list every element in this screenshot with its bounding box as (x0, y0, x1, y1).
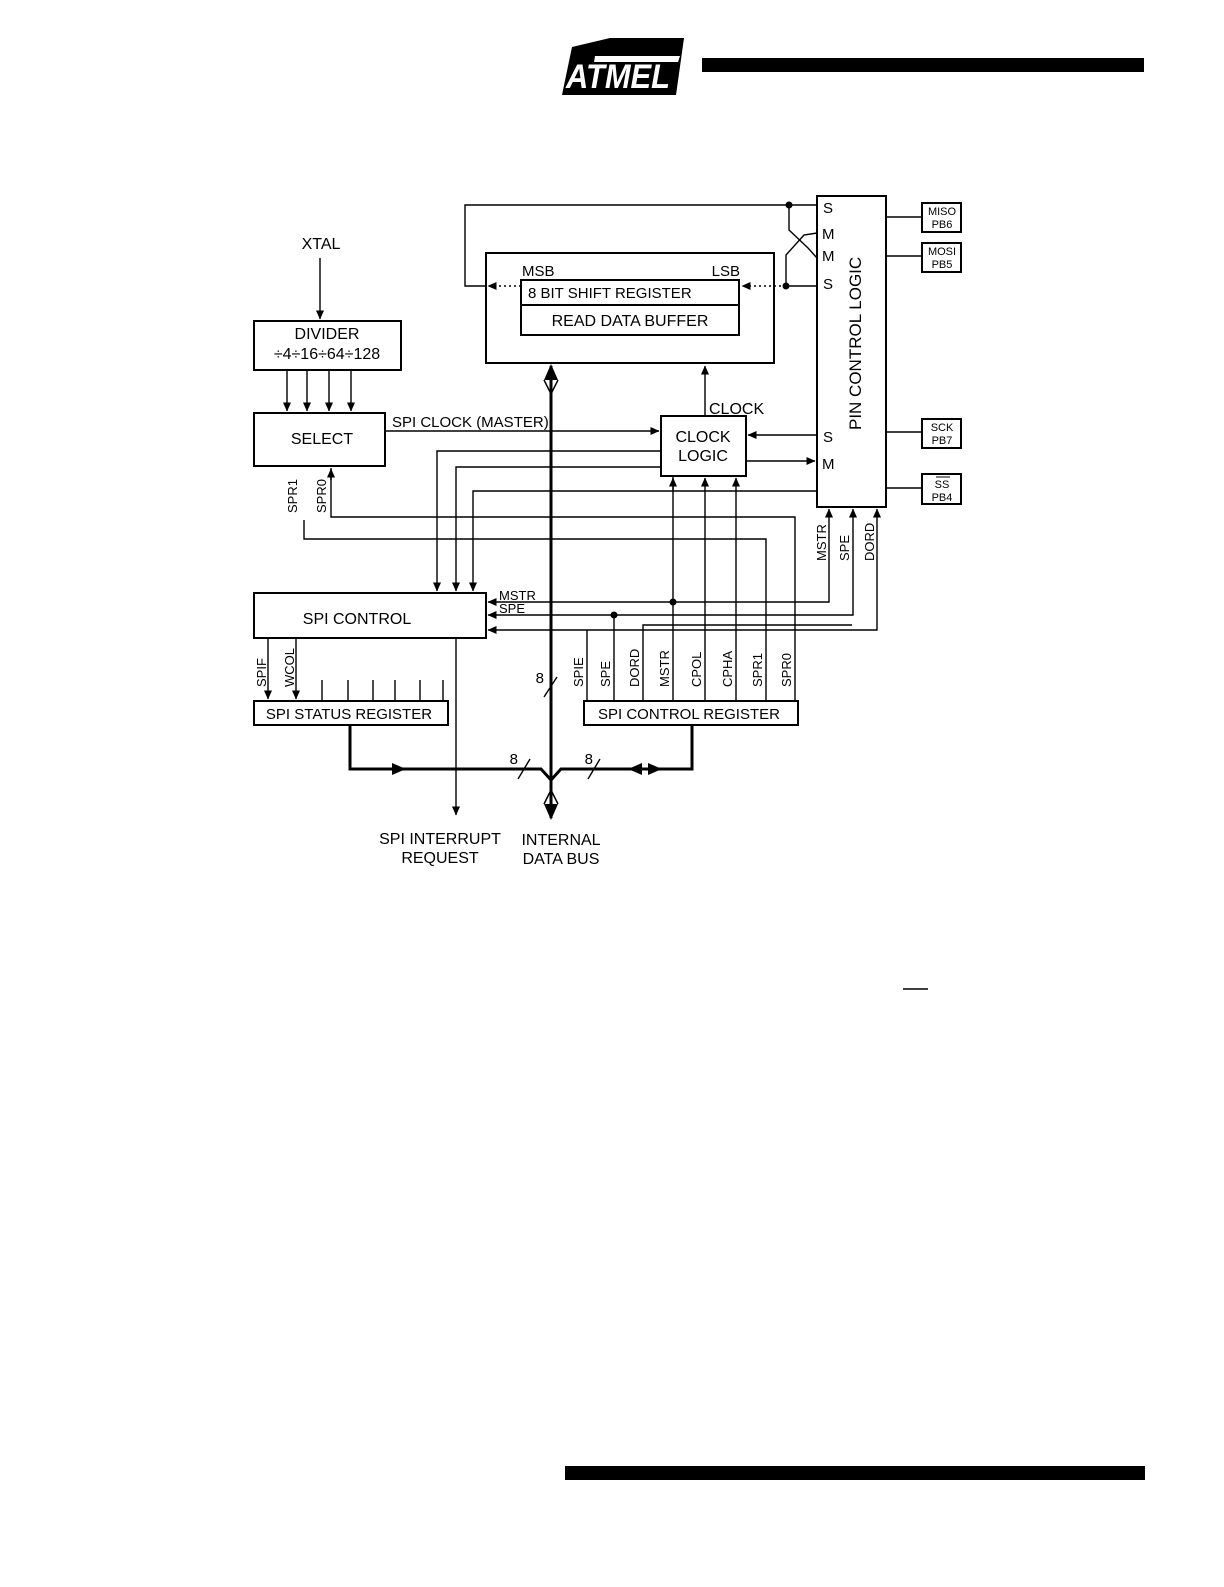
pin-dord-label: DORD (862, 523, 877, 561)
spi-control-block (253, 592, 487, 639)
pin-sck-name: SCK (931, 422, 954, 434)
select-block (253, 412, 386, 467)
ctrl-spe-label: SPE (499, 601, 525, 616)
pin-mosi-port: PB5 (932, 259, 953, 271)
ctrl-bit-cpha: CPHA (720, 651, 735, 687)
pin-miso-name: MISO (928, 206, 957, 218)
pin-mosi (921, 242, 962, 273)
ctrl-mstr-label: MSTR (499, 588, 536, 603)
logo-text: ATMEL (565, 58, 670, 96)
clock-logic-label-2: LOGIC (678, 448, 728, 465)
divider-block (253, 320, 402, 371)
port-m-1: M (822, 226, 835, 243)
port-s-3: S (823, 429, 833, 446)
divider-ratios: ÷4÷16÷64÷128 (274, 346, 380, 363)
bus-width-label-2: 8 (510, 751, 518, 768)
clock-logic-label-1: CLOCK (675, 429, 730, 446)
clock-logic-block (660, 415, 747, 477)
xtal-label: XTAL (302, 236, 341, 253)
select-label: SELECT (291, 431, 353, 448)
pin-sck-port: PB7 (932, 435, 953, 447)
pin-sck (921, 418, 962, 449)
pin-miso (921, 202, 962, 233)
spi-control-register (583, 700, 799, 726)
pin-ss-port: PB4 (932, 492, 953, 504)
internal-data-bus-label-1: INTERNAL (521, 832, 600, 849)
msb-label: MSB (522, 263, 555, 280)
internal-data-bus (348, 364, 694, 820)
shift-register-label: 8 BIT SHIFT REGISTER (528, 285, 692, 302)
bus-width-label-1: 8 (536, 670, 544, 687)
port-m-3: M (822, 456, 835, 473)
lsb-label: LSB (712, 263, 740, 280)
divider-label: DIVIDER (295, 326, 360, 343)
select-spr0-label: SPR0 (314, 479, 329, 513)
footer-rule (565, 1466, 1145, 1480)
read-data-buffer-label: READ DATA BUFFER (552, 313, 709, 330)
internal-data-bus-label-2: DATA BUS (523, 851, 600, 868)
spi-control-register-label: SPI CONTROL REGISTER (598, 706, 780, 723)
spif-label: SPIF (254, 658, 269, 687)
ctrl-bit-spr1: SPR1 (750, 653, 765, 687)
pin-ss-name: SS (935, 479, 950, 491)
spi-interrupt-label-2: REQUEST (401, 850, 479, 867)
ctrl-bit-spr0: SPR0 (779, 653, 794, 687)
pin-miso-port: PB6 (932, 219, 953, 231)
ctrl-bit-spe: SPE (598, 661, 613, 687)
bus-width-label-3: 8 (585, 751, 593, 768)
spi-status-register-label: SPI STATUS REGISTER (266, 706, 432, 723)
spi-status-register (253, 700, 449, 726)
pin-ss (921, 473, 962, 505)
spi-clock-master-label: SPI CLOCK (MASTER) (392, 414, 549, 431)
read-data-buffer (520, 304, 740, 336)
pin-mosi-name: MOSI (928, 246, 956, 258)
port-s-2: S (823, 276, 833, 293)
header-rule (702, 58, 1144, 72)
port-m-2: M (822, 248, 835, 265)
clock-signal-label: CLOCK (709, 401, 764, 418)
spi-interrupt-label-1: SPI INTERRUPT (379, 831, 501, 848)
ctrl-bit-cpol: CPOL (689, 652, 704, 687)
spi-control-label: SPI CONTROL (303, 611, 412, 628)
pin-spe-label: SPE (837, 535, 852, 561)
pin-mstr-label: MSTR (814, 524, 829, 561)
pin-control-logic-block (816, 195, 887, 508)
port-s-1: S (823, 200, 833, 217)
ctrl-bit-dord: DORD (627, 649, 642, 687)
wcol-label: WCOL (282, 648, 297, 687)
ctrl-bit-mstr: MSTR (657, 650, 672, 687)
pin-control-logic-label: PIN CONTROL LOGIC (846, 257, 865, 430)
select-spr1-label: SPR1 (285, 479, 300, 513)
atmel-logo: ATMEL (562, 38, 684, 96)
ctrl-bit-spie: SPIE (571, 657, 586, 687)
